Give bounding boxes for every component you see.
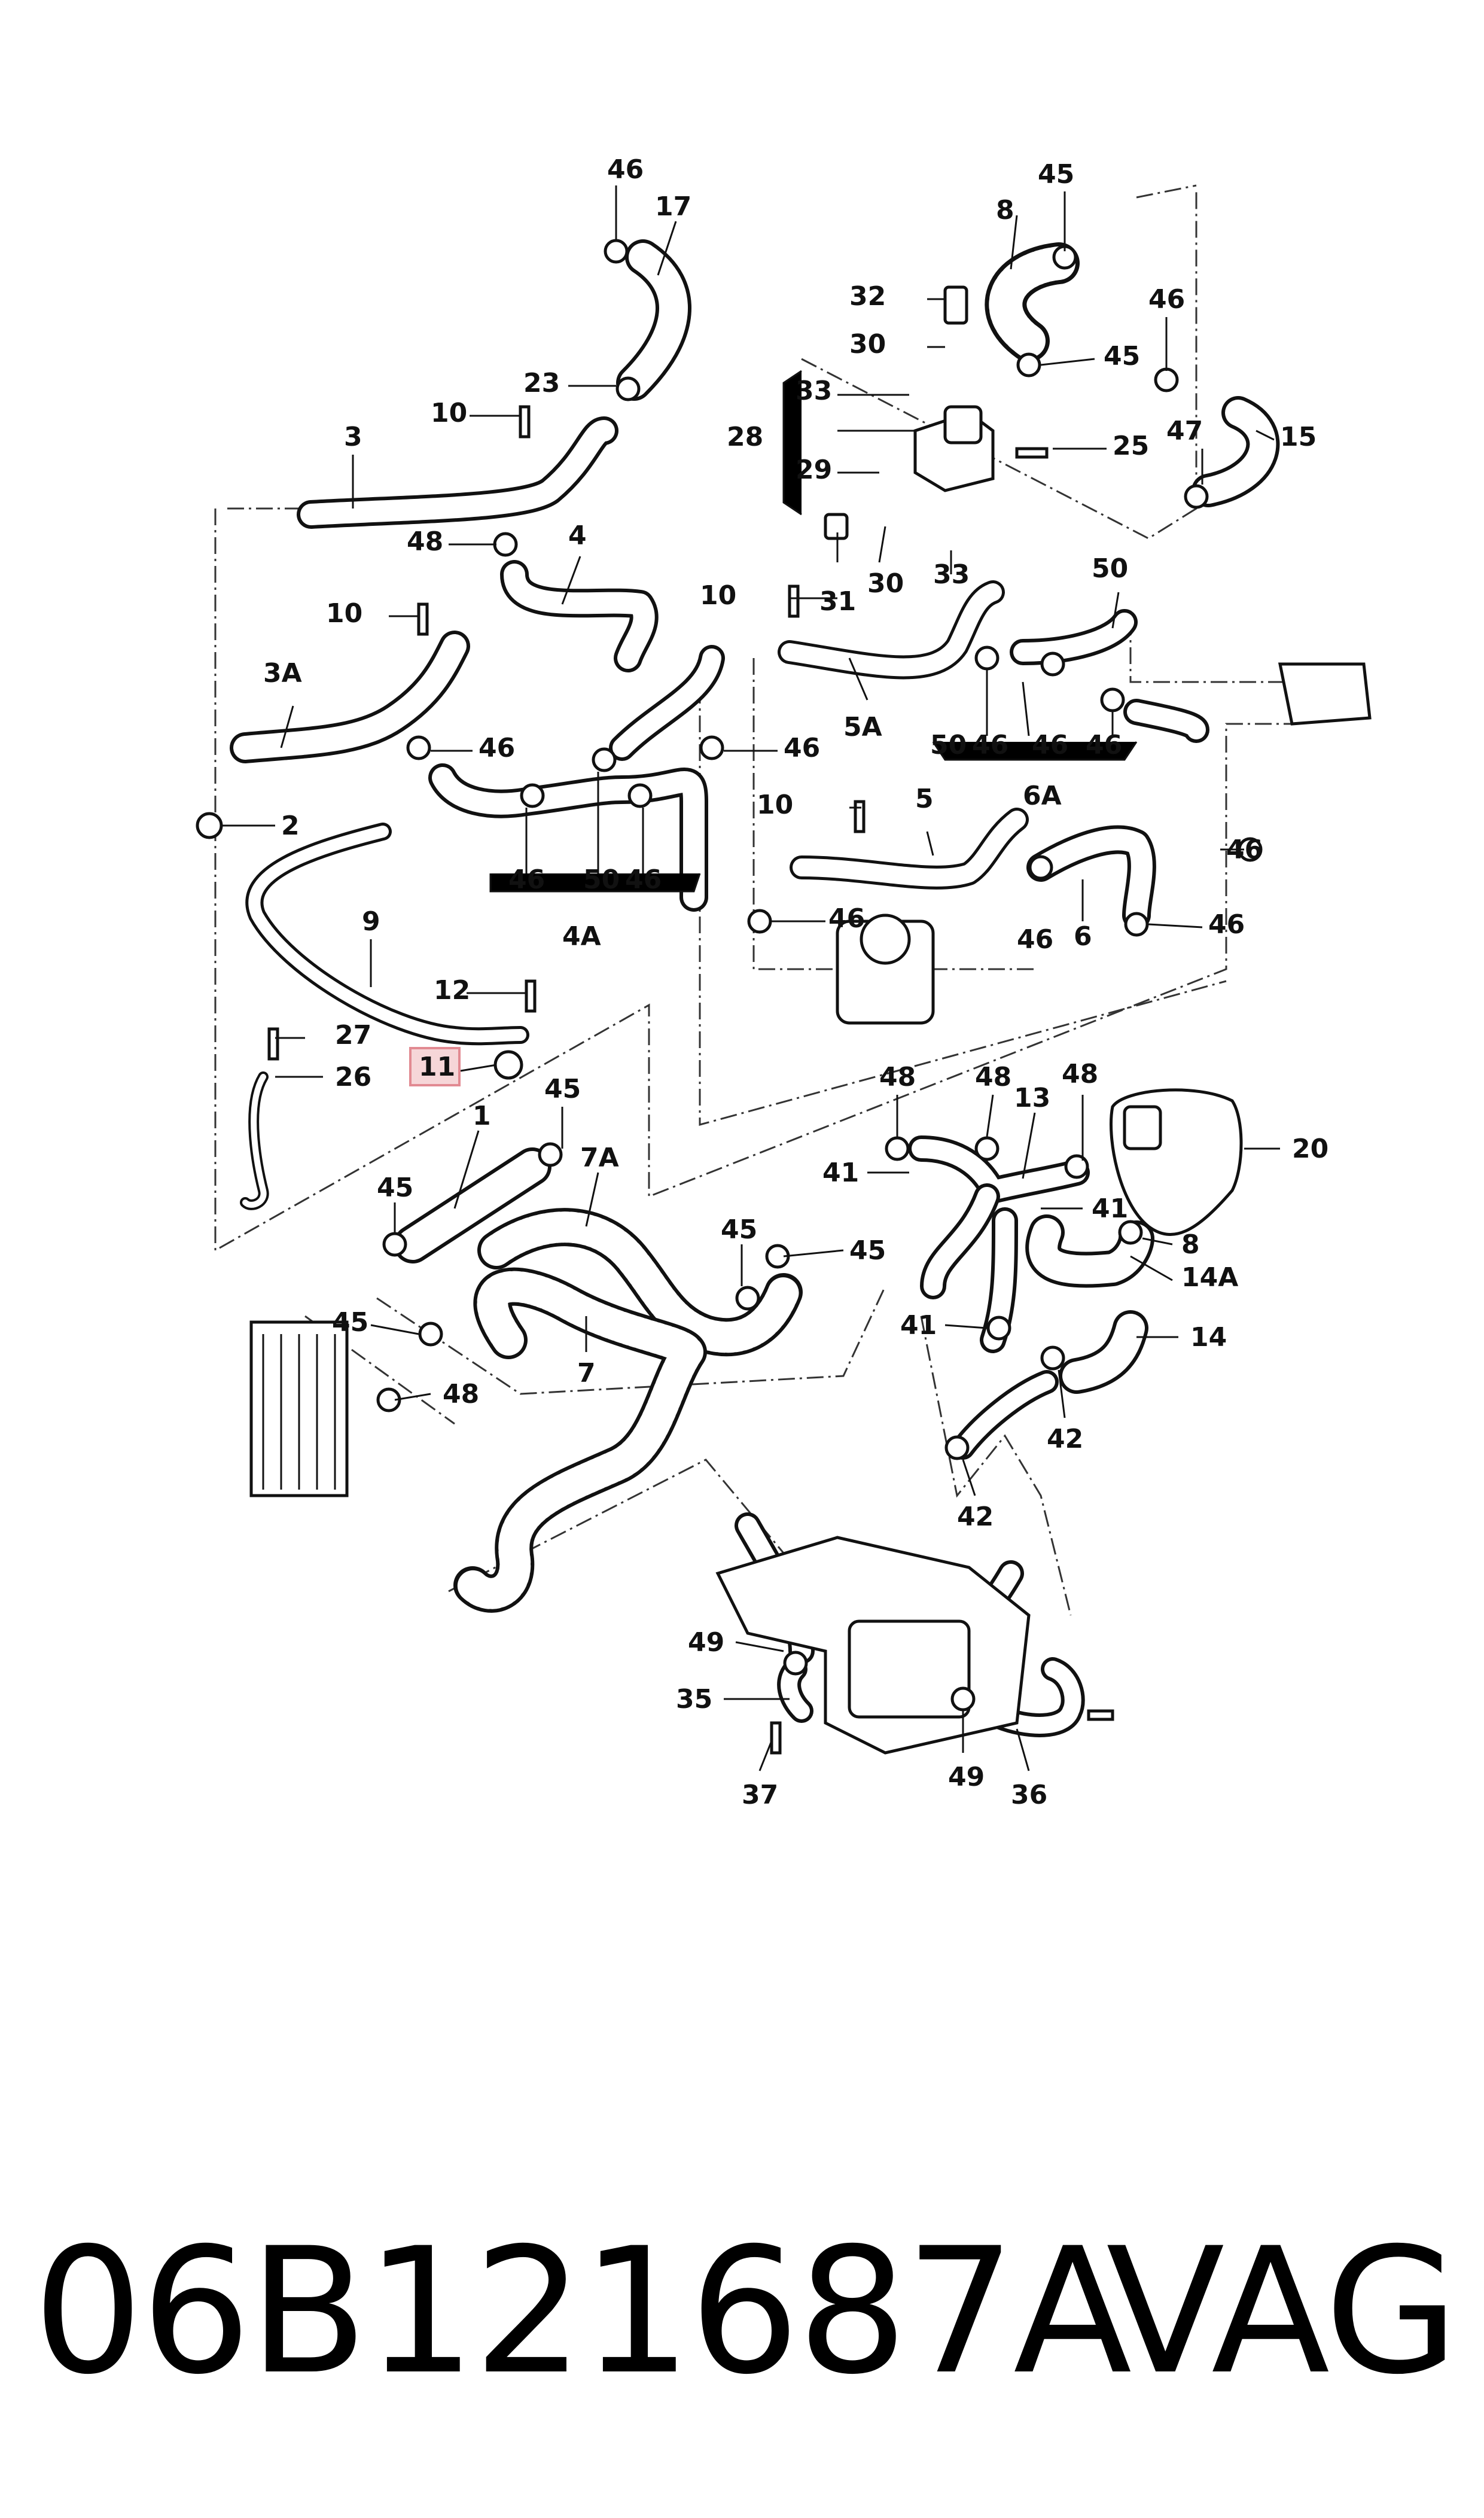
callout-labels: 46 17 45 8 32 30 45 46 33 23 10 3 28 47 … xyxy=(263,154,1328,1810)
callout-label: 45 xyxy=(377,1173,413,1203)
callout-label: 46 xyxy=(625,864,662,895)
callout-label: 45 xyxy=(1038,159,1074,190)
callout-label: 45 xyxy=(332,1307,368,1338)
callout-label: 50 xyxy=(583,864,620,895)
callout-label: 46 xyxy=(508,864,545,895)
callout-label: 31 xyxy=(819,586,856,617)
radiator xyxy=(249,1320,349,1497)
callout-label: 28 xyxy=(727,422,763,452)
callout-label: 8 xyxy=(1181,1229,1200,1260)
callout-label: 45 xyxy=(1104,341,1140,372)
callout-label: 17 xyxy=(655,191,691,222)
callout-label: 33 xyxy=(796,376,832,406)
callout-label: 49 xyxy=(948,1762,985,1792)
callout-label: 37 xyxy=(742,1780,778,1810)
callout-label: 6A xyxy=(1023,781,1062,811)
callout-label: 30 xyxy=(867,568,904,599)
callout-label: 50 xyxy=(930,730,967,760)
callout-label: 41 xyxy=(1092,1193,1128,1224)
callout-label: 48 xyxy=(879,1062,916,1092)
highlight-box-11 xyxy=(409,1047,461,1086)
part-number: 06B121687A xyxy=(33,2211,1132,2413)
callout-label: 42 xyxy=(1047,1424,1083,1454)
callout-label: 29 xyxy=(796,455,832,485)
callout-label: 10 xyxy=(326,598,362,629)
exploded-parts-diagram: 46 17 45 8 32 30 45 46 33 23 10 3 28 47 … xyxy=(196,154,1372,1810)
callout-label: 46 xyxy=(784,733,820,763)
callout-label: 27 xyxy=(335,1020,371,1051)
callout-label: 8 xyxy=(996,195,1014,226)
callout-label: 7 xyxy=(577,1358,596,1389)
callout-label: 46 xyxy=(1086,730,1122,760)
callout-label: 48 xyxy=(443,1379,479,1409)
callout-label: 47 xyxy=(1166,416,1203,446)
callout-label: 5 xyxy=(915,784,934,814)
callout-label: 5A xyxy=(843,712,882,742)
callout-label: 26 xyxy=(335,1062,371,1092)
callout-label: 13 xyxy=(1014,1083,1050,1113)
callout-label: 41 xyxy=(822,1158,859,1188)
callout-label: 45 xyxy=(849,1235,886,1266)
callout-label: 10 xyxy=(700,580,736,611)
callout-label: 3A xyxy=(263,658,302,689)
callout-label: 25 xyxy=(1113,431,1149,461)
callout-label: 49 xyxy=(688,1627,724,1658)
callout-label: 10 xyxy=(431,398,467,428)
callout-label: 46 xyxy=(972,730,1008,760)
callout-label: 9 xyxy=(362,906,380,937)
brand-name: VAG xyxy=(1106,2211,1459,2413)
callout-label: 32 xyxy=(849,281,886,312)
callout-label: 46 xyxy=(1148,284,1185,315)
callout-label: 45 xyxy=(544,1074,581,1104)
callout-label: 46 xyxy=(828,903,865,934)
callout-label: 20 xyxy=(1292,1134,1328,1164)
small-reservoir xyxy=(1278,662,1372,726)
callout-label: 45 xyxy=(721,1214,757,1245)
hoses xyxy=(230,239,1280,1737)
callout-label: 23 xyxy=(523,368,560,398)
callout-label: 4 xyxy=(568,520,587,551)
callout-label: 15 xyxy=(1280,422,1317,452)
callout-label: 48 xyxy=(1062,1059,1098,1089)
callout-label: 50 xyxy=(1092,553,1128,584)
callout-label: 46 xyxy=(1017,924,1053,955)
callout-label: 7A xyxy=(580,1143,619,1173)
callout-label: 36 xyxy=(1011,1780,1047,1810)
callout-label: 4A xyxy=(562,921,601,952)
callout-label: 3 xyxy=(344,422,362,452)
callout-label: 48 xyxy=(975,1062,1011,1092)
callout-label: 48 xyxy=(407,526,443,557)
callout-label: 14A xyxy=(1181,1262,1238,1293)
callout-label: 6 xyxy=(1074,921,1092,952)
callout-label: 11 xyxy=(419,1052,455,1082)
callout-label: 42 xyxy=(957,1502,994,1532)
callout-label: 14 xyxy=(1190,1322,1227,1353)
callout-label: 35 xyxy=(676,1684,712,1715)
part-caption: 06B121687A VAG xyxy=(33,2211,1459,2413)
callout-label: 46 xyxy=(1208,909,1245,940)
callout-label: 46 xyxy=(1226,835,1263,865)
leader-lines xyxy=(221,185,1280,1771)
callout-label: 46 xyxy=(479,733,515,763)
callout-label: 10 xyxy=(757,790,793,820)
callout-label: 33 xyxy=(933,559,970,590)
callout-label: 41 xyxy=(900,1310,937,1341)
callout-label: 2 xyxy=(281,811,300,841)
callout-label: 46 xyxy=(1032,730,1068,760)
callout-label: 12 xyxy=(434,975,470,1006)
callout-label: 30 xyxy=(849,329,886,360)
components xyxy=(196,239,1372,1755)
callout-label: 1 xyxy=(473,1101,491,1131)
callout-label: 46 xyxy=(607,154,644,185)
